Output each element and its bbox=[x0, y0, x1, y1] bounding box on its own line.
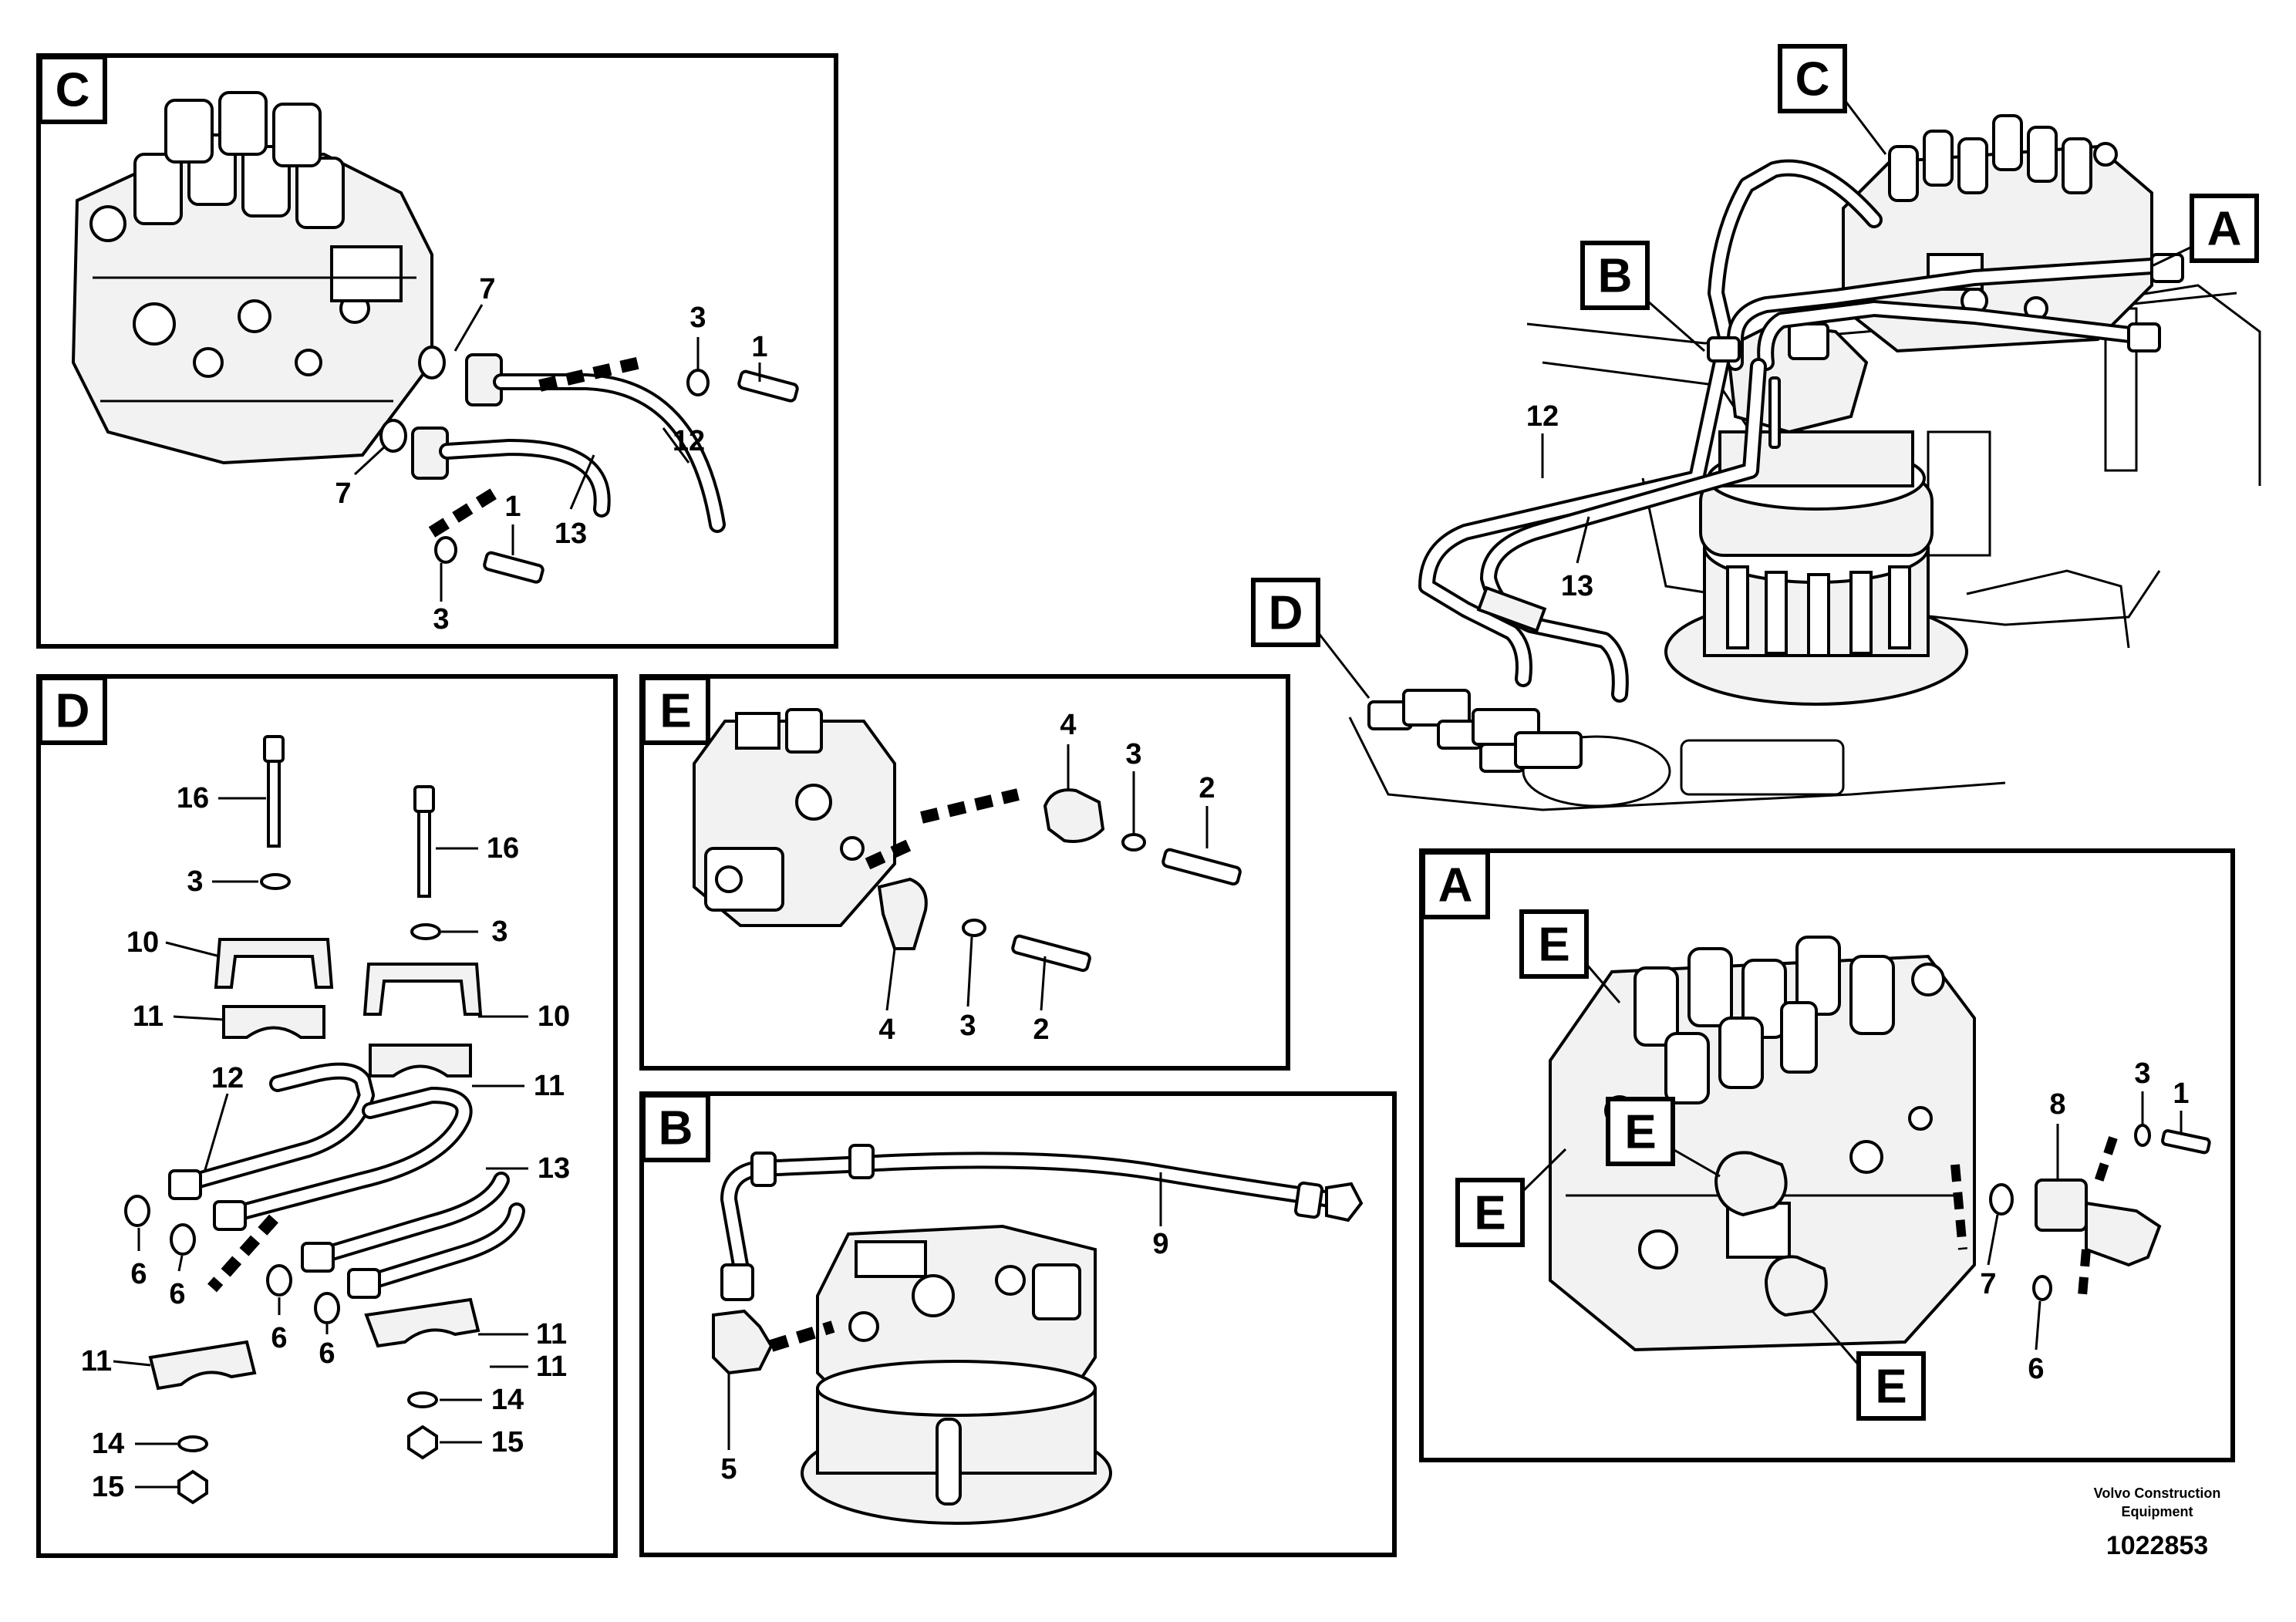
panel-c-callouts: 7 3 1 12 7 1 13 3 bbox=[335, 273, 767, 636]
callout-label: 4 bbox=[878, 1013, 895, 1046]
company-name-line2: Equipment bbox=[2122, 1504, 2193, 1519]
callout-label: 9 bbox=[1152, 1228, 1168, 1260]
callout-label: 7 bbox=[479, 273, 495, 305]
overview-tag-b: B bbox=[1598, 250, 1633, 303]
panel-a-tag: A bbox=[1438, 859, 1473, 912]
document-number: 1022853 bbox=[2106, 1531, 2208, 1560]
callout-label: 16 bbox=[177, 782, 209, 814]
overview-tag-c: C bbox=[1795, 53, 1830, 106]
callout-label: 3 bbox=[689, 302, 706, 334]
callout-label: 3 bbox=[491, 916, 507, 948]
callout-label: 14 bbox=[92, 1428, 124, 1460]
callout-label: 6 bbox=[130, 1258, 147, 1290]
callout-label: 4 bbox=[1060, 709, 1076, 741]
callout-label: 1 bbox=[751, 331, 767, 363]
overview-illustration: C A B 12 13 D bbox=[1251, 44, 2261, 811]
callout-label: 15 bbox=[491, 1426, 524, 1458]
callout-label: 3 bbox=[187, 865, 203, 898]
panel-d: D bbox=[36, 674, 618, 1558]
callout-label: 11 bbox=[534, 1070, 565, 1102]
callout-label: 15 bbox=[92, 1471, 124, 1503]
panel-d-tag: D bbox=[56, 685, 90, 738]
callout-label: 12 bbox=[673, 425, 705, 457]
callout-label: 6 bbox=[271, 1322, 287, 1354]
panel-a: A bbox=[1419, 848, 2235, 1462]
swing-motor-illustration bbox=[801, 1224, 1112, 1525]
panel-e-tag: E bbox=[659, 685, 691, 738]
callout-label: 1 bbox=[2173, 1077, 2189, 1110]
callout-label: 5 bbox=[720, 1453, 737, 1485]
callout-label: 12 bbox=[1526, 400, 1559, 433]
callout-label: 6 bbox=[2028, 1353, 2044, 1385]
callout-label: 11 bbox=[133, 1000, 164, 1033]
callout-label: 3 bbox=[1125, 738, 1141, 771]
callout-label: 6 bbox=[319, 1337, 335, 1370]
callout-label: 11 bbox=[81, 1345, 112, 1378]
callout-tag: E bbox=[1538, 919, 1569, 972]
callout-tag: E bbox=[1875, 1361, 1907, 1414]
callout-label: 12 bbox=[211, 1062, 244, 1094]
panel-c: C bbox=[36, 53, 838, 649]
flange-tube-assembly bbox=[379, 346, 799, 584]
callout-label: 11 bbox=[536, 1318, 567, 1351]
panel-a-callouts: 8 3 1 7 6 bbox=[1980, 1057, 2189, 1385]
panel-b-tag: B bbox=[659, 1102, 693, 1155]
callout-tag: E bbox=[1624, 1106, 1656, 1159]
callout-label: 6 bbox=[169, 1278, 185, 1310]
footer: Volvo Construction Equipment 1022853 bbox=[2094, 1485, 2221, 1560]
callout-label: 3 bbox=[433, 603, 449, 636]
panel-c-tag: C bbox=[56, 64, 90, 117]
callout-label: 3 bbox=[2134, 1057, 2150, 1090]
callout-tag: E bbox=[1474, 1187, 1505, 1240]
callout-label: 3 bbox=[959, 1010, 976, 1042]
panel-d-callouts: 16 16 3 3 10 10 11 11 12 11 13 6 6 bbox=[81, 782, 570, 1503]
callout-label: 13 bbox=[1561, 570, 1593, 602]
callout-label: 10 bbox=[126, 926, 159, 959]
panel-b: B 9 5 bbox=[639, 1091, 1397, 1557]
panel-e: E 4 3 2 4 3 2 bbox=[639, 674, 1290, 1071]
overview-tag-d: D bbox=[1269, 587, 1303, 640]
callout-label: 7 bbox=[335, 477, 351, 510]
panel-e-callouts: 4 3 2 4 3 2 bbox=[878, 709, 1215, 1046]
callout-label: 13 bbox=[538, 1152, 570, 1185]
callout-label: 11 bbox=[536, 1351, 567, 1383]
callout-label: 16 bbox=[487, 832, 519, 865]
company-name-line1: Volvo Construction bbox=[2094, 1485, 2221, 1501]
callout-label: 14 bbox=[491, 1384, 524, 1416]
callout-label: 2 bbox=[1033, 1013, 1049, 1046]
callout-label: 10 bbox=[538, 1000, 570, 1033]
callout-label: 2 bbox=[1199, 772, 1215, 804]
panel-b-callouts: 9 5 bbox=[720, 1172, 1169, 1485]
control-valve-illustration bbox=[1549, 936, 1976, 1352]
control-valve-illustration bbox=[71, 91, 433, 465]
callout-label: 8 bbox=[2049, 1088, 2065, 1121]
callout-label: 13 bbox=[555, 518, 587, 550]
callout-label: 1 bbox=[504, 491, 521, 523]
overview-tag-a: A bbox=[2207, 203, 2242, 256]
control-valve-illustration bbox=[1842, 114, 2153, 353]
callout-label: 7 bbox=[1980, 1268, 1996, 1300]
